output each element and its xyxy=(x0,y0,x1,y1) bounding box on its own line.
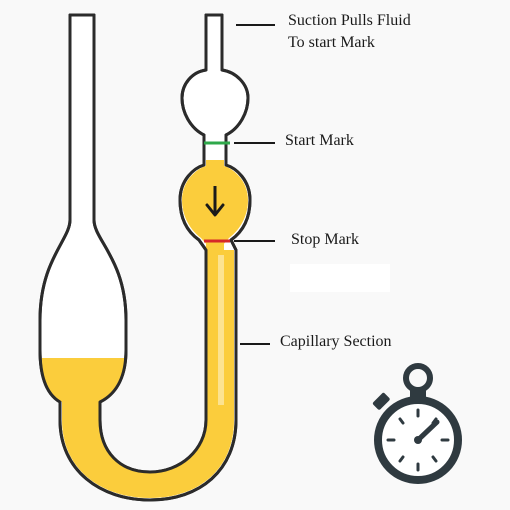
blank-label-box xyxy=(290,264,390,292)
down-arrow-icon xyxy=(205,186,225,217)
suction-label-line2: To start Mark xyxy=(288,34,375,51)
tube-outline xyxy=(38,13,252,502)
capillary-section-label: Capillary Section xyxy=(280,333,392,350)
fluid-left-bulb xyxy=(42,160,234,498)
start-mark-label: Start Mark xyxy=(285,132,354,149)
capillary-highlight xyxy=(218,255,224,405)
stop-mark-label: Stop Mark xyxy=(291,231,359,248)
stopwatch-icon xyxy=(372,363,462,484)
suction-label-line1: Suction Pulls Fluid xyxy=(288,12,411,29)
